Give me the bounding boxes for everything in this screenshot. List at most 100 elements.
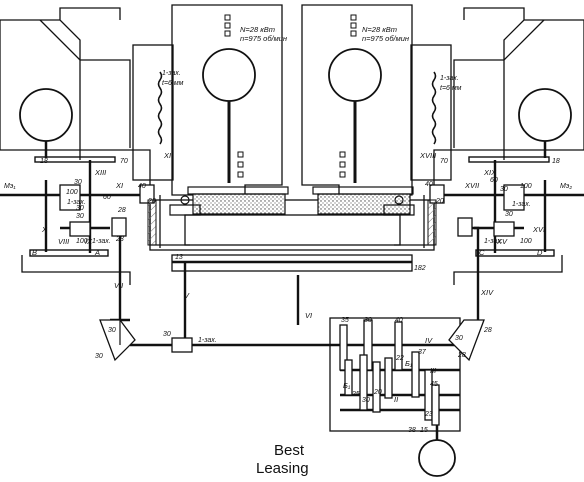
machine-frame: [0, 4, 584, 285]
shaft-label-xvii: XVII: [464, 181, 479, 190]
block-b1-top-label: Б₁: [405, 359, 413, 368]
gear-count: 40: [425, 181, 433, 188]
gear-count: 28: [457, 352, 466, 359]
transmission-labels: 30 1-зах. 30 13 182 30 30: [95, 254, 463, 360]
gear-count: 20: [147, 198, 156, 205]
gear-count: 15: [420, 427, 428, 434]
gear-count: 1-зах.: [67, 199, 86, 206]
motor-spec-right-power: N=28 кВт: [362, 25, 397, 34]
gear-count: 100: [66, 189, 78, 196]
motor-spec-left-speed: n=975 об/мин: [240, 34, 287, 43]
gear-count: 30: [362, 397, 370, 404]
node-b-label: A: [94, 248, 100, 257]
gearbox-gears: [339, 319, 440, 426]
shaft-label-v: V: [184, 291, 190, 300]
gearbox-motor: [418, 418, 456, 477]
gear-count: 45: [430, 381, 438, 388]
shaft-label-xv: XV: [496, 237, 508, 246]
node-a-label: B: [32, 248, 37, 257]
gear-count: 60: [490, 177, 498, 184]
shaft-label-xvi: XVI: [532, 225, 545, 234]
grinding-block-left: [192, 193, 286, 215]
shaft-label-ix: IX: [85, 237, 93, 246]
motor-spec-right-speed: n=975 об/мин: [362, 34, 409, 43]
gear-count: 100: [76, 238, 88, 245]
watermark-line-1: Best: [274, 442, 305, 459]
gear-count: 30: [76, 213, 84, 220]
gear-count: 30: [76, 205, 84, 212]
node-c-label: C: [479, 248, 485, 257]
gear-count: 100: [520, 183, 532, 190]
gear-count: 30: [163, 331, 171, 338]
gear-count: 38: [408, 427, 416, 434]
motor-spec-left-power: N=28 кВт: [240, 25, 275, 34]
shaft-label-iv: IV: [425, 336, 433, 345]
gear-count: 30: [364, 317, 372, 324]
gear-count: 30: [74, 179, 82, 186]
gear-count: 25: [351, 391, 360, 398]
gear-counts-right: 70 18 40 20 60 30 100 1-зах. 30 1-зах. 1…: [425, 158, 560, 359]
gear-count: 1-зах.: [92, 238, 111, 245]
gear-count: 13: [175, 254, 183, 261]
gear-count: 100: [520, 238, 532, 245]
gear-count: 23: [424, 411, 433, 418]
gear-count: 18: [552, 158, 560, 165]
lead-screw-left: [157, 71, 163, 145]
worm-label: 1-зах.: [198, 337, 217, 344]
block-b1-bottom-label: Б₁: [343, 381, 351, 390]
gear-count: 30: [455, 335, 463, 342]
gear-count: 1-зах.: [512, 201, 531, 208]
shaft-lines: [0, 156, 584, 412]
gear-count: 30: [108, 327, 116, 334]
shaft-label-vi: VI: [305, 311, 312, 320]
gear-count: 28: [483, 327, 492, 334]
gear-count: 18: [40, 158, 48, 165]
lead-screw-right: [431, 71, 437, 145]
gear-count: 37: [418, 349, 427, 356]
screw-spec-right-pitch: t=6 мм: [440, 85, 462, 92]
shaft-label-ii: II: [394, 395, 398, 404]
gear-count: 70: [440, 158, 448, 165]
screw-spec-left-starts: 1-зах.: [162, 70, 181, 77]
shaft-label-xiii: XIII: [94, 168, 106, 177]
motor-label-left: Мэ₁: [4, 183, 16, 190]
gearbox-housing: [329, 317, 461, 432]
feed-motor-left: [19, 88, 73, 158]
shaft-label-iii: III: [430, 366, 436, 375]
screw-spec-right-starts: 1-зах.: [440, 75, 459, 82]
gear-count: 40: [395, 317, 403, 324]
gear-count: 22: [395, 355, 404, 362]
gear-count: 35: [341, 317, 349, 324]
gear-count: 28: [115, 236, 124, 243]
shaft-label-xix: XIX: [483, 168, 497, 177]
watermark-line-2: Leasing: [256, 460, 309, 477]
gear-count: 30: [95, 353, 103, 360]
shaft-label-viii: VIII: [58, 237, 69, 246]
gear-counts-gearbox: 35 30 40 22 37 25 30 20 45 38 23 15: [341, 317, 438, 434]
spindle-motor-right: [328, 14, 382, 183]
motor-spec-left: N=28 кВт n=975 об/мин: [240, 25, 287, 43]
shaft-label-vii: VII: [114, 281, 123, 290]
hatched-column-left: [147, 199, 157, 246]
gear-count: 60: [103, 194, 111, 201]
gear-count: 30: [505, 211, 513, 218]
gear-count: 40: [138, 183, 146, 190]
motor-label-right: Мэ₂: [560, 183, 572, 190]
gear-count: 182: [414, 265, 426, 272]
bevel-gears: [59, 184, 525, 362]
motor-spec-right: N=28 кВт n=975 об/мин: [362, 25, 409, 43]
shaft-label-xviii: XVIII: [419, 151, 436, 160]
shaft-label-xiv: XIV: [480, 288, 494, 297]
table-feed-mechanism: [119, 195, 415, 345]
shaft-label-xii: XII: [163, 151, 173, 160]
gear-count: 28: [117, 207, 126, 214]
gear-count: 1-зах.: [484, 238, 503, 245]
gear-counts-left: 18 70 30 100 60 30 30 40 20 1-зах. 28 28…: [40, 158, 156, 245]
shaft-label-xi: XI: [115, 181, 123, 190]
gear-count: 30: [500, 186, 508, 193]
hatched-column-right: [427, 199, 437, 246]
feed-motor-right: [518, 88, 572, 158]
spindle-motor-left: [202, 14, 256, 183]
shaft-label-x: X: [41, 225, 48, 234]
